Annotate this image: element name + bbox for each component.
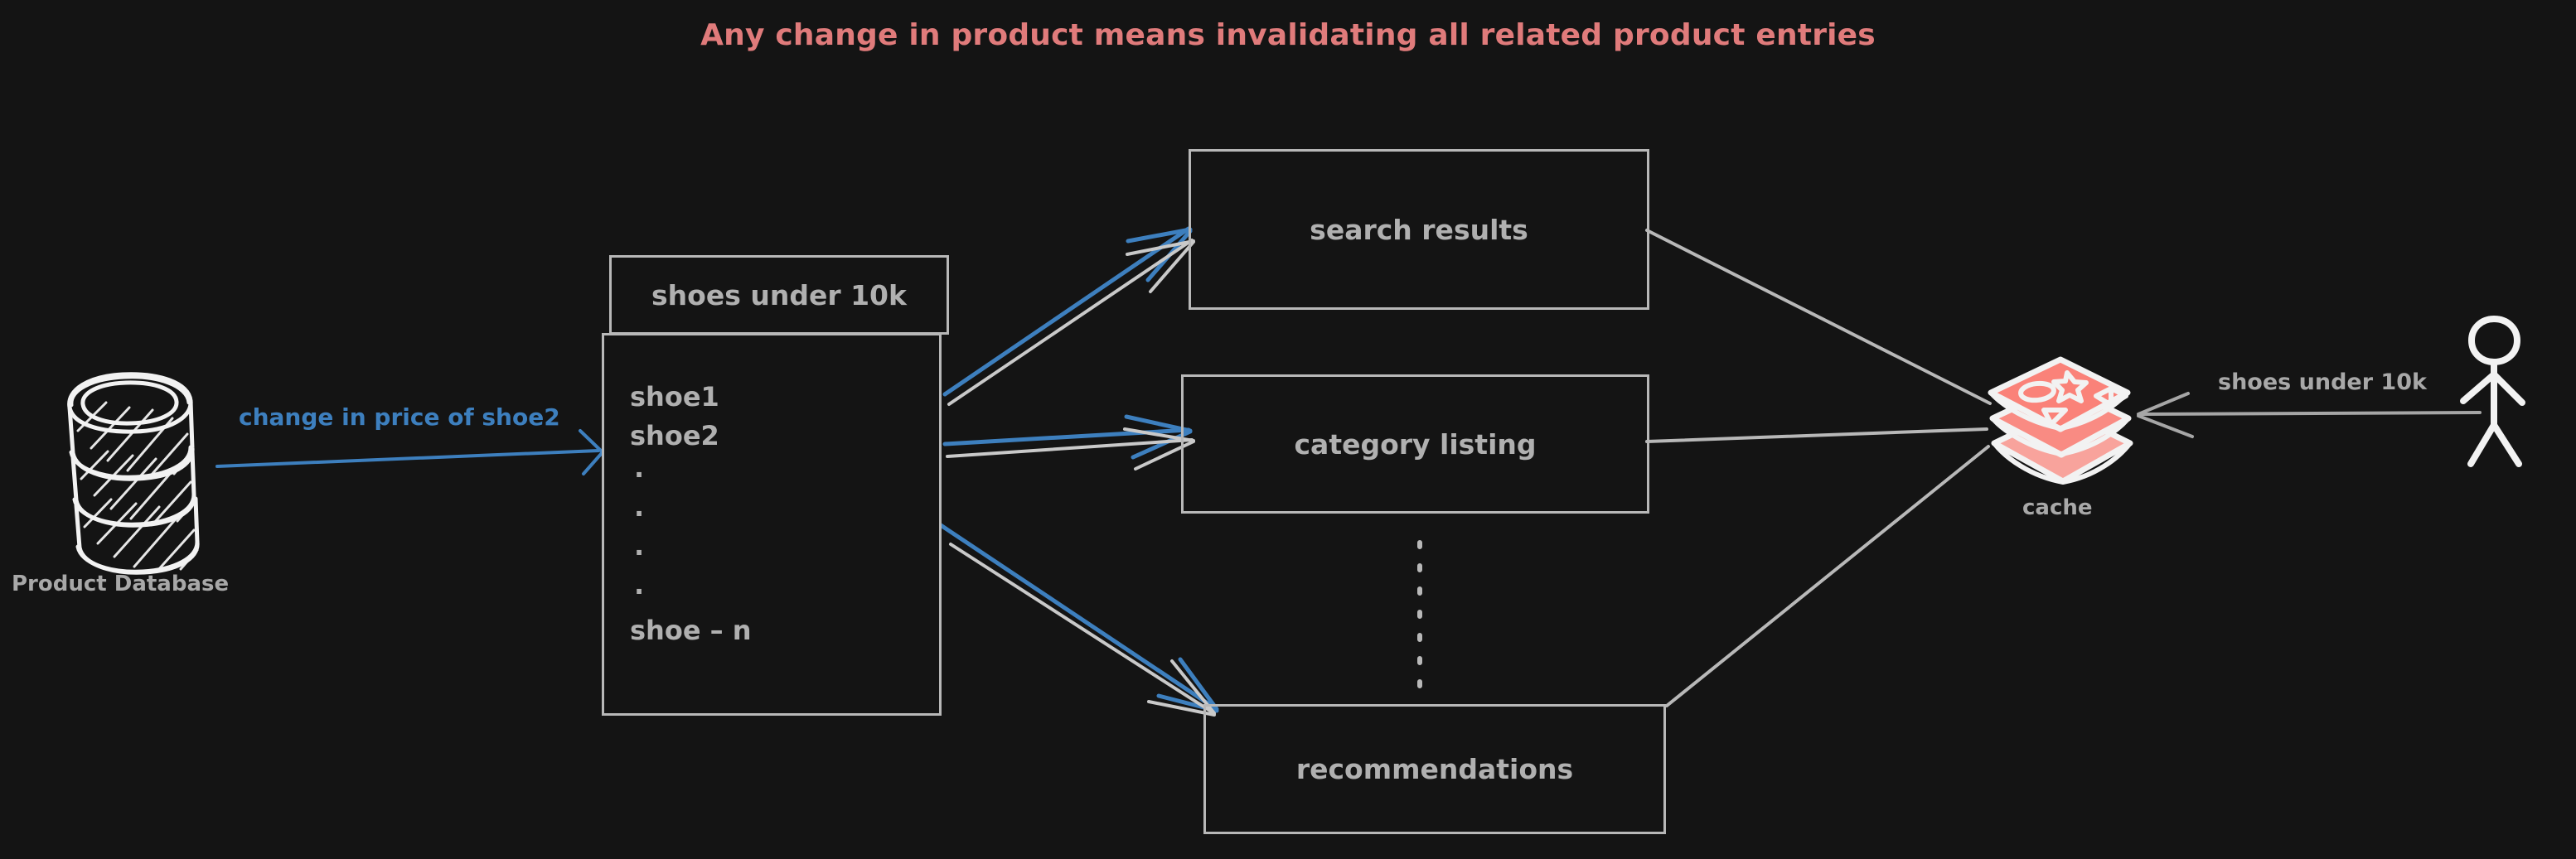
edge-list-to-category-listing: [942, 414, 1195, 471]
stacked-layers-icon: [1988, 356, 2133, 485]
edge-list-to-recommendations: [938, 523, 1219, 717]
list-box-body: shoe1 shoe2 . . . . shoe – n: [602, 333, 942, 716]
edge-search-results-to-cache: [1645, 229, 1992, 405]
list-box-header: shoes under 10k: [609, 255, 949, 335]
list-item-ellipsis-dot: .: [634, 491, 645, 523]
stick-figure-icon: [2460, 316, 2525, 467]
node-category-listing: category listing: [1181, 374, 1649, 514]
product-database-label: Product Database: [12, 572, 230, 596]
edge-recommendations-to-cache: [1665, 445, 1990, 707]
node-recommendations-label: recommendations: [1295, 753, 1574, 785]
edge-label-db-to-list: change in price of shoe2: [239, 403, 560, 431]
list-item-ellipsis-dot: .: [634, 569, 645, 601]
list-item: shoe – n: [630, 615, 752, 646]
database-cylinder-icon: [67, 372, 200, 575]
page-title: Any change in product means invalidating…: [700, 18, 1876, 52]
cache-label: cache: [2022, 495, 2093, 520]
list-box-items: shoe1 shoe2 . . . . shoe – n: [630, 384, 752, 656]
edge-list-to-search-results: [942, 226, 1195, 406]
node-category-listing-label: category listing: [1294, 427, 1537, 461]
edge-db-to-list: [215, 429, 603, 475]
list-item-ellipsis-dot: .: [634, 452, 645, 484]
list-item: shoe1: [630, 381, 719, 413]
list-item-ellipsis-dot: .: [634, 530, 645, 562]
node-recommendations: recommendations: [1203, 704, 1666, 834]
node-search-results-label: search results: [1310, 213, 1528, 246]
edge-user-to-cache: [2137, 392, 2482, 438]
node-search-results: search results: [1189, 149, 1649, 310]
edge-label-user-to-cache: shoes under 10k: [2218, 369, 2427, 395]
list-item: shoe2: [630, 420, 719, 451]
edge-category-listing-to-cache: [1645, 427, 1988, 443]
